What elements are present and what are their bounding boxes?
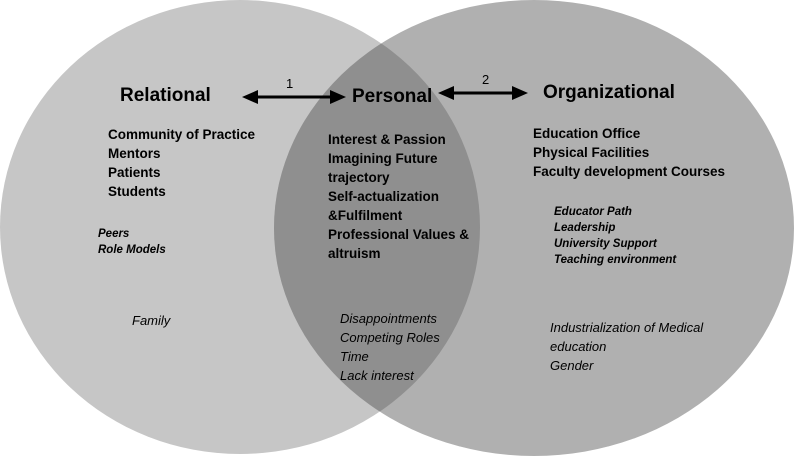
list-item: Faculty development Courses <box>533 164 726 179</box>
list-item: Gender <box>550 358 594 373</box>
list-item: Time <box>340 349 369 364</box>
list-item: Education Office <box>533 126 641 141</box>
list-item: Educator Path <box>554 206 632 218</box>
list-item: Imagining Future <box>328 151 438 166</box>
personal-heading: Personal <box>352 86 433 107</box>
list-item: Competing Roles <box>340 330 440 345</box>
arrow-head-right-icon <box>512 86 528 100</box>
personal-tertiary-list: Disappointments Competing Roles Time Lac… <box>340 309 440 385</box>
list-item: trajectory <box>328 170 390 185</box>
list-item: Leadership <box>554 222 616 234</box>
list-item: Students <box>108 184 166 199</box>
list-item: altruism <box>328 246 381 261</box>
arrow-1-label: 1 <box>286 76 294 91</box>
list-item: Role Models <box>98 244 166 256</box>
list-item: Industrialization of Medical <box>550 320 704 335</box>
arrow-relational-personal <box>242 90 346 104</box>
arrow-head-left-icon <box>242 90 258 104</box>
list-item: Interest & Passion <box>328 132 446 147</box>
relational-tertiary-list: Family <box>132 311 170 330</box>
list-item: Lack interest <box>340 368 414 383</box>
list-item: Family <box>132 313 171 328</box>
organizational-tertiary-list: Industrialization of Medical education G… <box>550 318 703 375</box>
list-item: Community of Practice <box>108 127 256 142</box>
list-item: Physical Facilities <box>533 145 650 160</box>
arrow-head-right-icon <box>330 90 346 104</box>
list-item: Teaching environment <box>554 254 677 266</box>
list-item: Mentors <box>108 146 161 161</box>
list-item: Peers <box>98 228 130 240</box>
relational-heading: Relational <box>120 85 211 106</box>
list-item: &Fulfilment <box>328 208 403 223</box>
list-item: Patients <box>108 165 161 180</box>
list-item: University Support <box>554 238 657 250</box>
relational-secondary-list: Peers Role Models <box>98 226 166 258</box>
list-item: Disappointments <box>340 311 437 326</box>
arrow-head-left-icon <box>438 86 454 100</box>
personal-primary-list: Interest & Passion Imagining Future traj… <box>328 130 469 263</box>
arrow-2-label: 2 <box>482 72 490 87</box>
list-item: Professional Values & <box>328 227 470 242</box>
organizational-primary-list: Education Office Physical Facilities Fac… <box>533 124 725 181</box>
organizational-heading: Organizational <box>543 82 675 103</box>
list-item: education <box>550 339 607 354</box>
relational-primary-list: Community of Practice Mentors Patients S… <box>108 125 255 201</box>
personal-overlap-region <box>274 0 480 454</box>
list-item: Self-actualization <box>328 189 440 204</box>
arrow-personal-organizational <box>438 86 528 100</box>
organizational-secondary-list: Educator Path Leadership University Supp… <box>554 204 676 268</box>
